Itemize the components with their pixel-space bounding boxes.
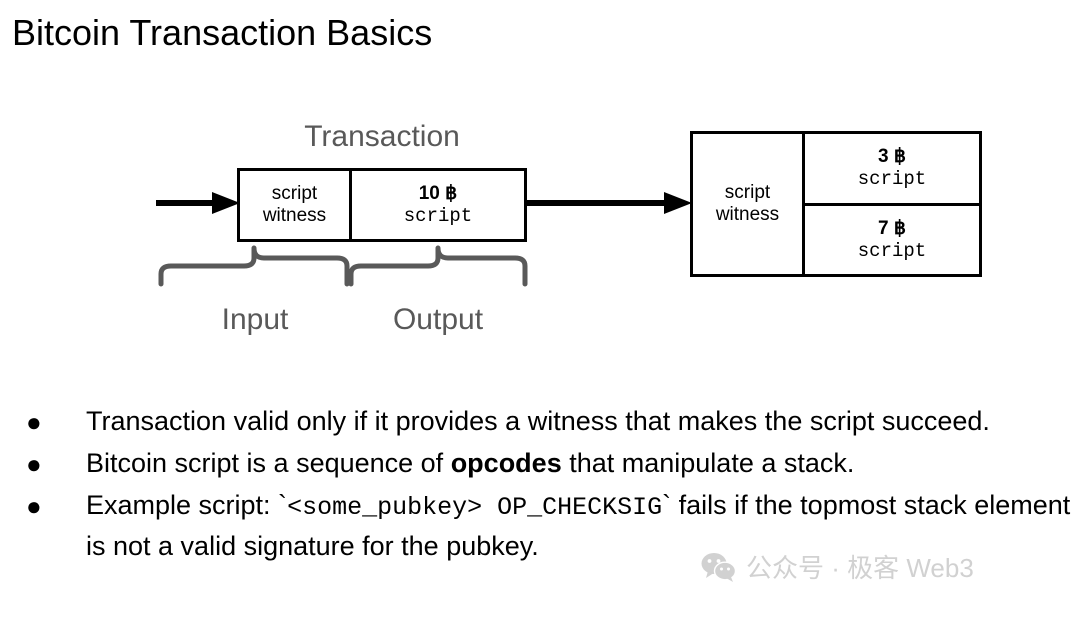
bullet-text-segment: that manipulate a stack. xyxy=(561,448,855,478)
input-script-witness-cell: script witness xyxy=(240,171,352,239)
list-item: ● Transaction valid only if it provides … xyxy=(14,402,1074,442)
output-list-left: 10 ฿ script xyxy=(352,171,524,239)
witness-line-1: script xyxy=(271,183,318,204)
witness-line-2: witness xyxy=(262,205,327,226)
bullet-text-segment: Bitcoin script is a sequence of xyxy=(86,448,451,478)
input-brace xyxy=(158,245,350,287)
incoming-arrow xyxy=(156,192,240,214)
bullet-text: Example script: `<some_pubkey> OP_CHECKS… xyxy=(86,486,1074,565)
output-script: script xyxy=(403,205,473,227)
input-brace-label: Input xyxy=(221,303,289,336)
bullet-text: Bitcoin script is a sequence of opcodes … xyxy=(86,444,1074,482)
bullet-bold-term: opcodes xyxy=(450,448,562,478)
output-script: script xyxy=(857,168,927,191)
output-row: 10 ฿ script xyxy=(352,171,524,239)
output-script: script xyxy=(857,239,927,262)
output-brace-label: Output xyxy=(392,303,484,336)
witness-line-1: script xyxy=(724,182,771,203)
bullet-text: Transaction valid only if it provides a … xyxy=(86,402,1074,440)
transaction-label: Transaction xyxy=(304,120,460,153)
inline-code: <some_pubkey> OP_CHECKSIG xyxy=(287,493,663,522)
list-item: ● Example script: `<some_pubkey> OP_CHEC… xyxy=(14,486,1074,565)
transaction-box-left: script witness 10 ฿ script xyxy=(237,168,527,242)
bullet-marker: ● xyxy=(26,449,42,479)
bullet-marker: ● xyxy=(26,491,42,521)
spending-arrow xyxy=(525,192,692,214)
output-brace xyxy=(348,245,528,287)
bullet-text-segment: Example script: ` xyxy=(86,490,288,520)
output-row: 3 ฿ script xyxy=(805,134,979,203)
input-script-witness-cell-right: script witness xyxy=(693,134,805,274)
list-item: ● Bitcoin script is a sequence of opcode… xyxy=(14,444,1074,484)
witness-line-2: witness xyxy=(715,204,780,225)
output-row: 7 ฿ script xyxy=(805,202,979,275)
transaction-box-right: script witness 3 ฿ script 7 ฿ script xyxy=(690,131,982,277)
output-amount: 10 ฿ xyxy=(418,183,458,204)
output-list-right: 3 ฿ script 7 ฿ script xyxy=(805,134,979,274)
bullet-text-segment: Transaction valid only if it provides a … xyxy=(86,406,990,436)
bullet-list: ● Transaction valid only if it provides … xyxy=(14,402,1074,567)
output-amount: 7 ฿ xyxy=(878,217,906,239)
bullet-text-segment: ` fails if the topmost stack element is … xyxy=(86,490,1071,561)
transaction-diagram: Transaction script witness 10 ฿ script s… xyxy=(156,120,982,336)
output-amount: 3 ฿ xyxy=(878,146,906,168)
page-title: Bitcoin Transaction Basics xyxy=(12,12,433,53)
bullet-marker: ● xyxy=(26,407,42,437)
